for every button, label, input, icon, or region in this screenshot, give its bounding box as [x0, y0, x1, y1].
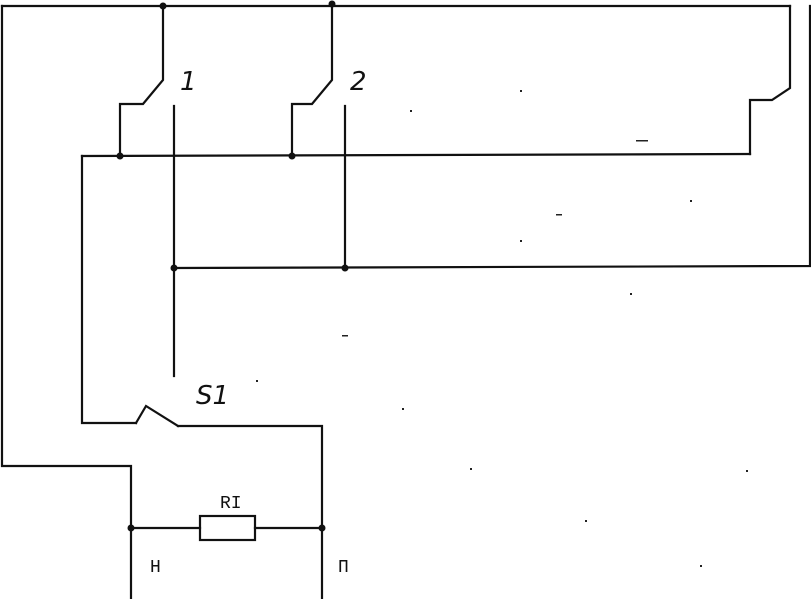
terminal-h-label: H	[150, 558, 161, 578]
s1-output-wire	[176, 424, 324, 599]
junction-dot	[318, 524, 326, 532]
switch-1-contact	[118, 4, 165, 158]
resistor-body	[198, 514, 257, 542]
switch-2-label: 2	[350, 67, 367, 97]
junction-dot	[116, 152, 124, 160]
left-inner-wire	[80, 154, 138, 425]
middle-bus-wire	[80, 152, 752, 158]
s1-switch-blade	[134, 404, 180, 428]
switch-2-contact	[290, 4, 334, 158]
scan-noise	[256, 90, 748, 567]
lower-bus-wire	[172, 4, 811, 270]
junction-dot	[159, 2, 167, 10]
junction-dot	[127, 524, 135, 532]
junction-dot	[288, 152, 296, 160]
switch-3-contact	[748, 4, 792, 156]
left-outer-wire	[0, 4, 133, 599]
resistor-label: RI	[220, 494, 242, 514]
terminal-p-label: П	[338, 558, 349, 578]
junction-dot	[170, 264, 178, 272]
junction-dot	[341, 264, 349, 272]
switch-s1-label: S1	[196, 381, 229, 411]
junction-dot	[328, 0, 336, 8]
switch-1-label: 1	[180, 67, 197, 97]
